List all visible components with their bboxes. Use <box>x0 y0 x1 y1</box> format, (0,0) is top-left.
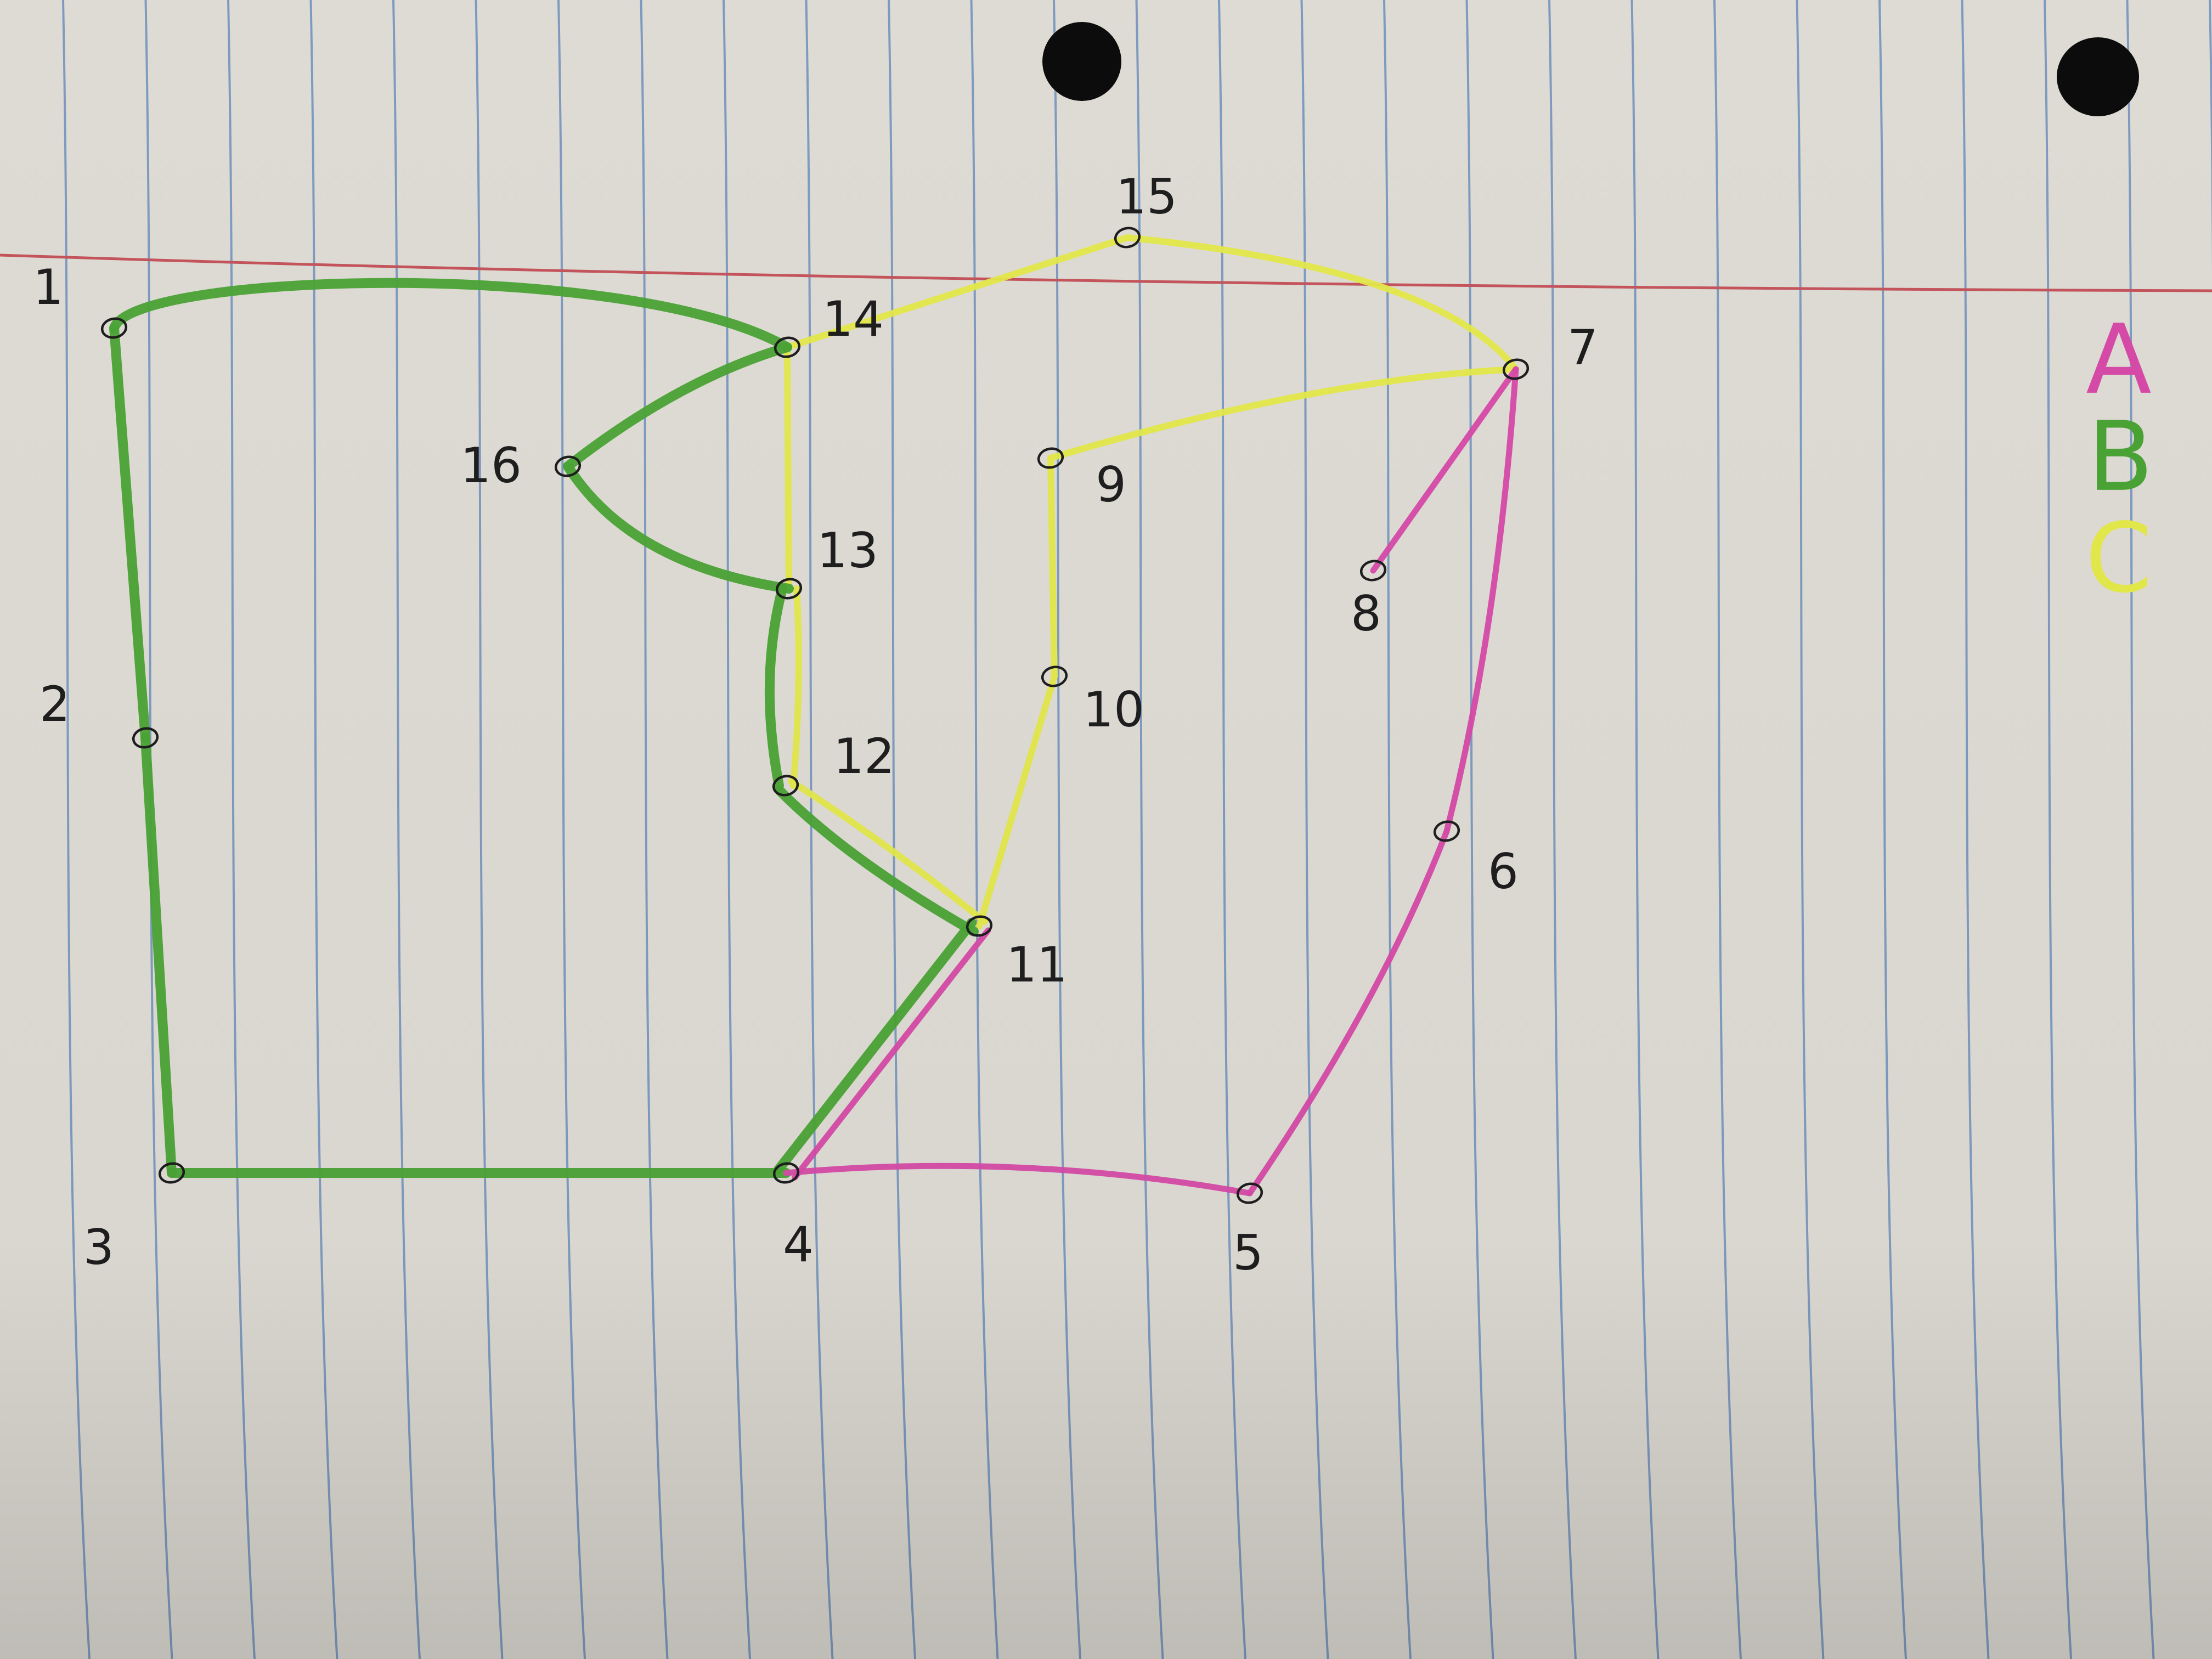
paper-shading <box>0 0 2212 1659</box>
paper-canvas: 12345678910111213141516 ABC <box>0 0 2212 1659</box>
notebook-paper-diagram: 12345678910111213141516 ABC <box>0 0 2212 1659</box>
